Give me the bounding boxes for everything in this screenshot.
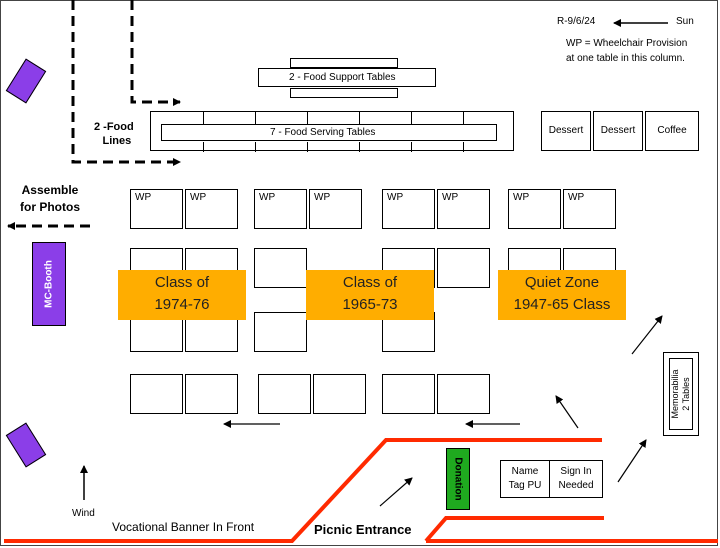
table-wp: WP: [508, 189, 561, 229]
table: [254, 312, 307, 352]
food-line-inner: [130, 0, 181, 106]
entrance-line-top: [4, 438, 602, 543]
sun-label: Sun: [676, 16, 694, 27]
entrance-line-mid: [424, 516, 604, 543]
table: [437, 374, 490, 414]
table: [130, 374, 183, 414]
table-wp: WP: [130, 189, 183, 229]
food-support-label: 2 - Food Support Tables: [289, 72, 396, 83]
table: [437, 248, 490, 288]
flow-arrow-up-3: [617, 439, 647, 483]
flow-arrow-up-4: [631, 315, 663, 355]
table: [313, 374, 366, 414]
flow-arrow-up-1: [379, 477, 413, 507]
coffee-table: Coffee: [645, 111, 699, 151]
vocational-banner-label: Vocational Banner In Front: [112, 520, 255, 534]
table: [258, 374, 311, 414]
table: [185, 374, 238, 414]
food-serving-label: 7 - Food Serving Tables: [270, 127, 376, 138]
food-support-table-bottom: [290, 88, 398, 98]
wp-note-line1: WP = Wheelchair Provision: [566, 38, 688, 49]
food-line-outer: [71, 0, 181, 166]
wind-label: Wind: [72, 508, 95, 519]
wp-note-line2: at one table in this column.: [566, 53, 685, 64]
table-wp: WP: [254, 189, 307, 229]
table-wp: WP: [309, 189, 362, 229]
food-support-table-top: [290, 58, 398, 68]
dessert-table-1: Dessert: [541, 111, 591, 151]
food-serving-inner: 7 - Food Serving Tables: [161, 124, 497, 141]
table: [382, 374, 435, 414]
food-lines-label: 2 -Food Lines: [94, 121, 134, 147]
food-support-tables: 2 - Food Support Tables: [258, 68, 436, 87]
table: [254, 248, 307, 288]
dessert-table-2: Dessert: [593, 111, 643, 151]
table-wp: WP: [563, 189, 616, 229]
revision-label: R-9/6/24: [557, 16, 596, 27]
table-wp: WP: [382, 189, 435, 229]
table-wp: WP: [437, 189, 490, 229]
flow-arrow-up-2: [555, 395, 579, 429]
food-serving-tables: 7 - Food Serving Tables: [150, 111, 514, 152]
assemble-label: Assemble for Photos: [20, 183, 80, 214]
picnic-entrance-label: Picnic Entrance: [314, 522, 412, 537]
mc-booth: MC-Booth: [32, 242, 66, 326]
donation-box: Donation: [446, 448, 470, 510]
table-wp: WP: [185, 189, 238, 229]
